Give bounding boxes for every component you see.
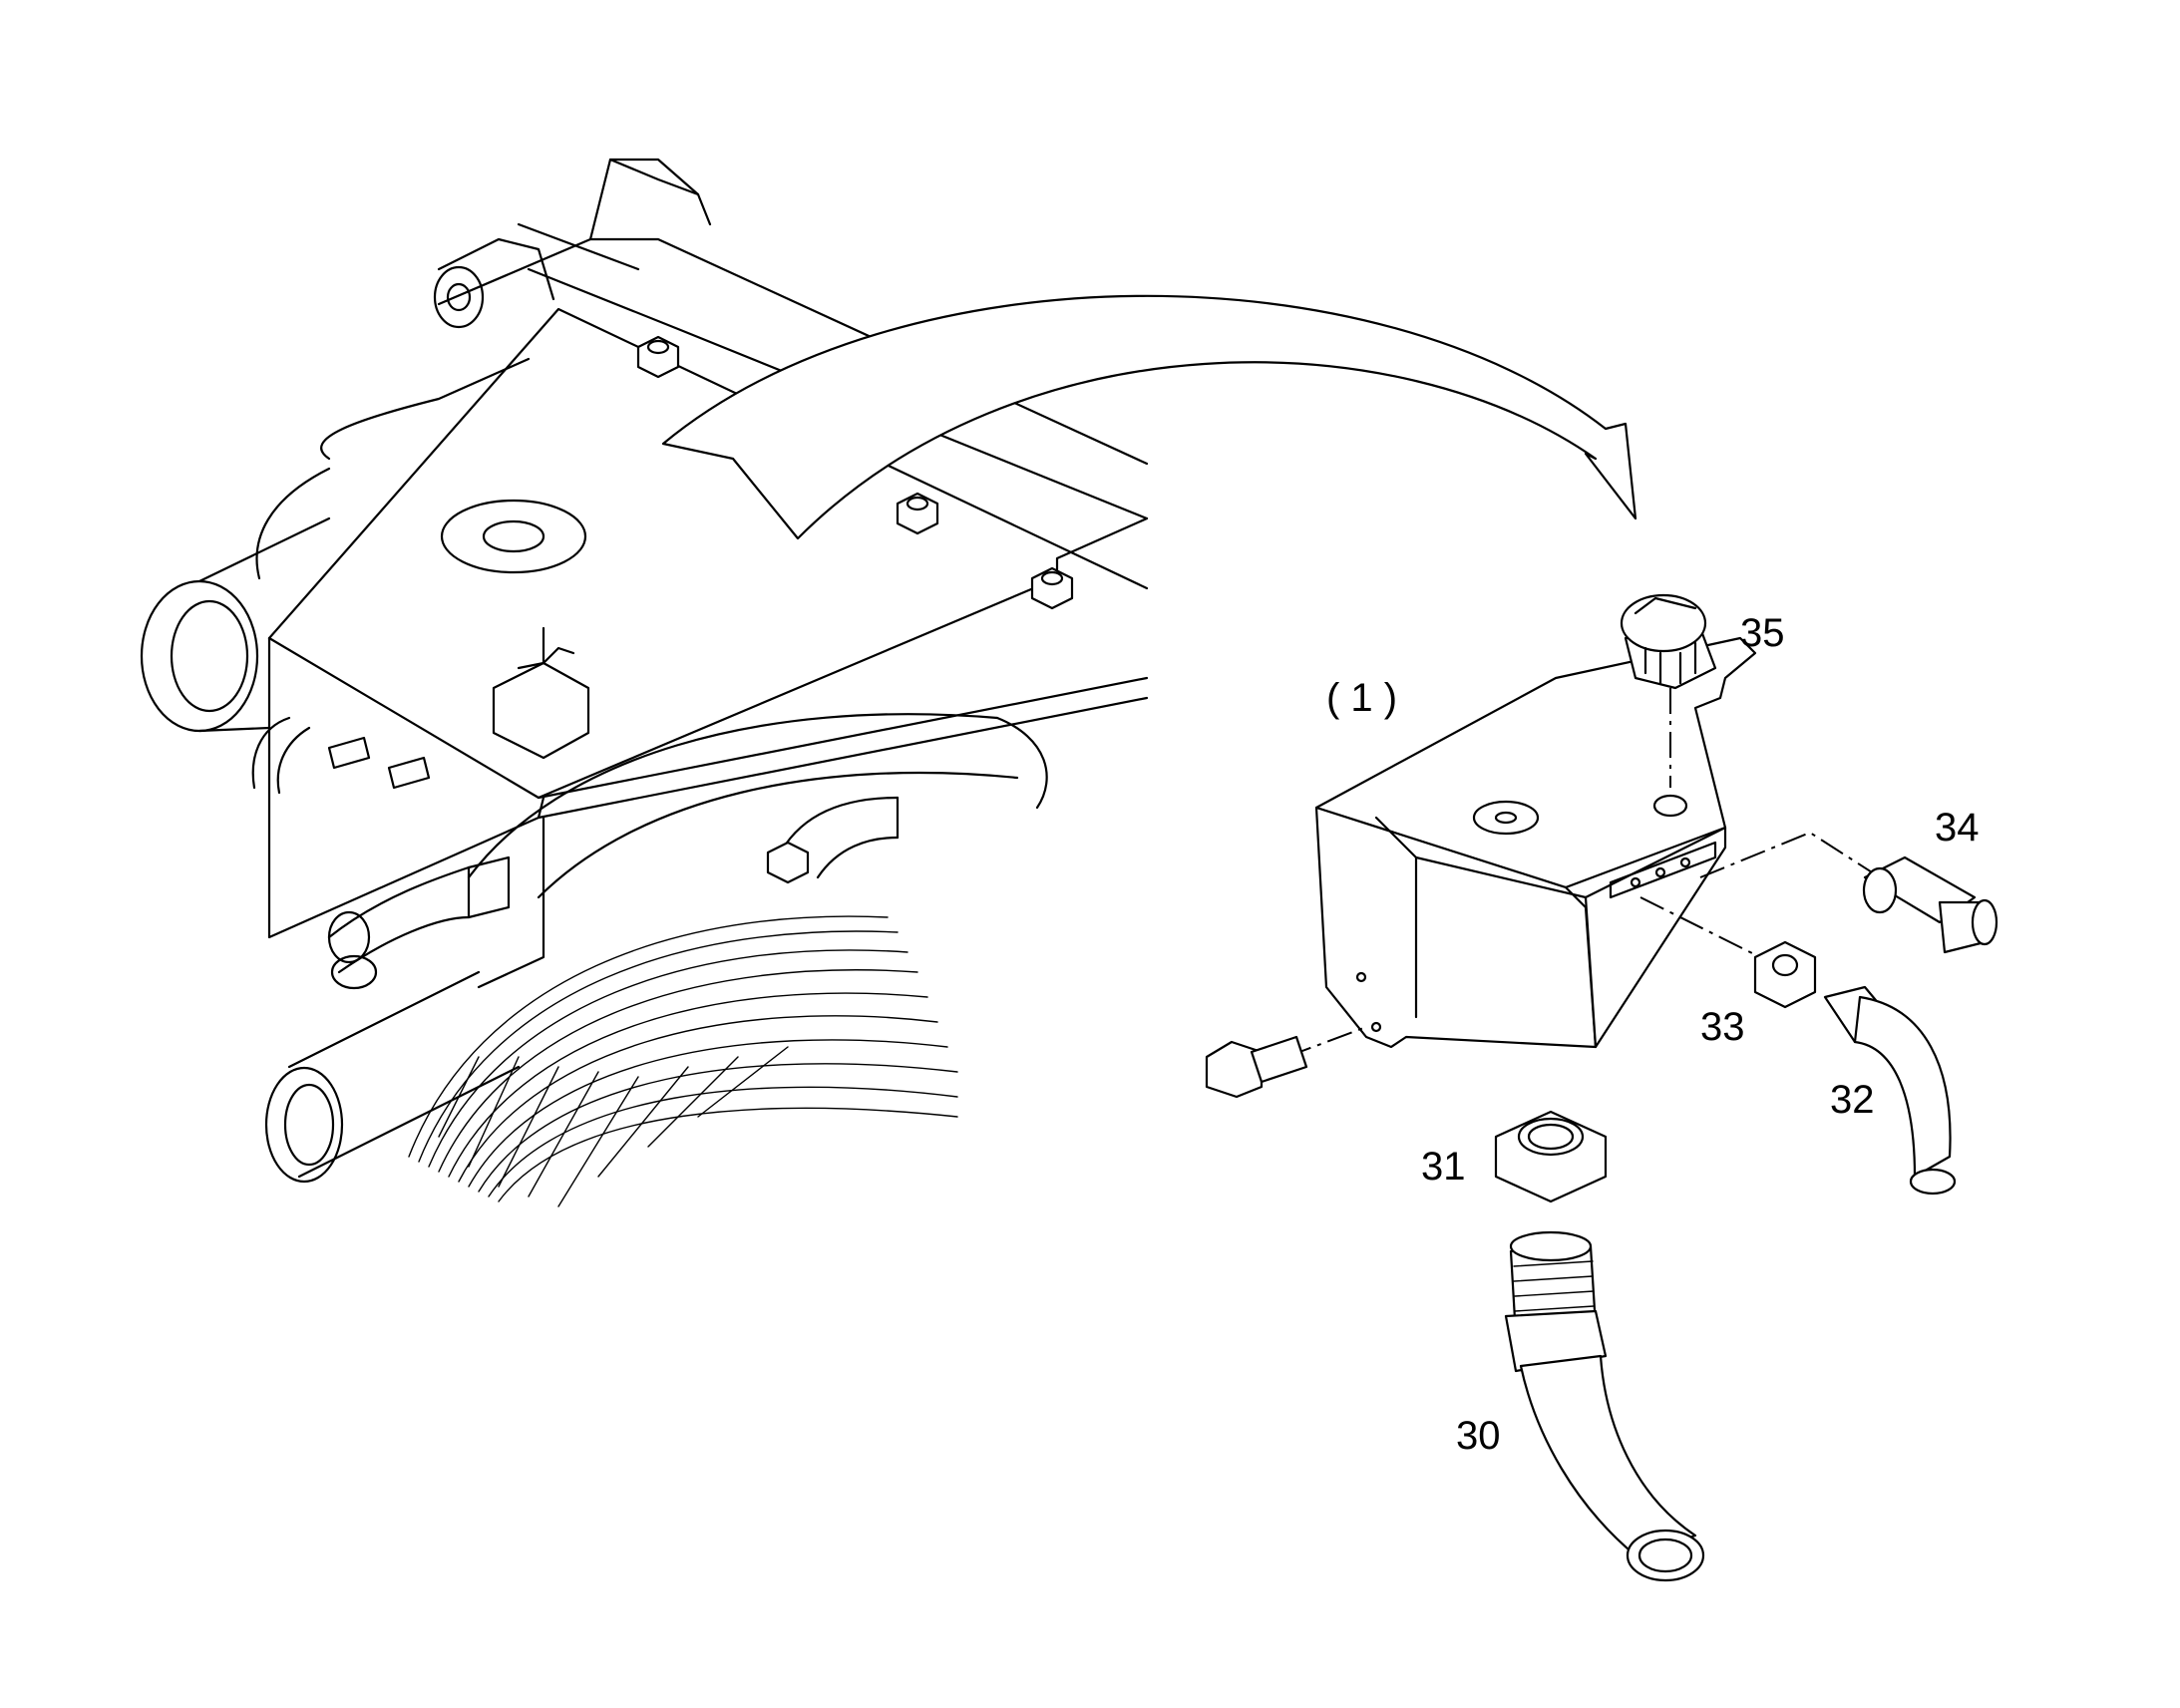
part-callout-34: 34	[1935, 806, 1980, 850]
part-callout-31: 31	[1421, 1145, 1466, 1189]
bolt-head-3	[1030, 566, 1074, 610]
hex-nut-33	[1753, 940, 1817, 1009]
bolt-head-1	[636, 335, 680, 379]
part-callout-32: 32	[1830, 1078, 1875, 1122]
assembly-line-34	[1699, 831, 1881, 878]
part-callout-33: 33	[1700, 1005, 1745, 1049]
mounting-bolt	[1205, 1035, 1308, 1099]
assembly-callout-1: ( 1 )	[1326, 676, 1398, 720]
bolt-head-2	[896, 492, 939, 535]
pointer-arrow	[661, 294, 1637, 540]
part-callout-35: 35	[1740, 611, 1785, 655]
reservoir-tank	[1314, 636, 1757, 1049]
filler-cap-35	[1620, 593, 1717, 690]
large-nut-31	[1494, 1110, 1608, 1203]
barbed-fitting-34	[1862, 855, 1998, 954]
threaded-elbow-30	[1504, 1230, 1705, 1582]
radiator-fins	[408, 915, 958, 1207]
part-callout-30: 30	[1456, 1414, 1501, 1458]
assembly-line-33	[1639, 896, 1761, 958]
engine-assembly-context	[140, 158, 1149, 1207]
elbow-fitting-32	[1823, 985, 1957, 1196]
